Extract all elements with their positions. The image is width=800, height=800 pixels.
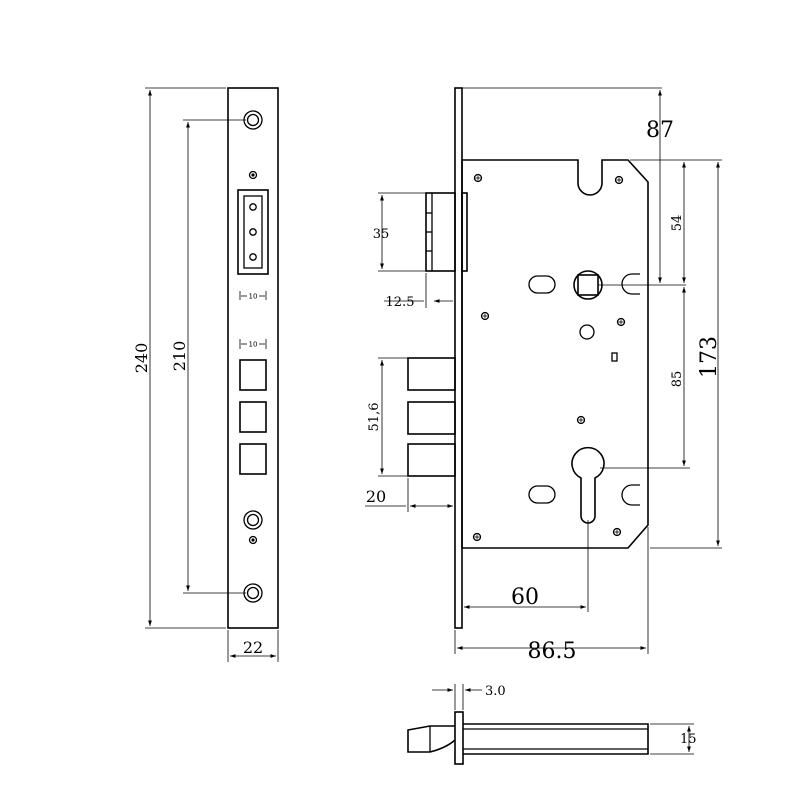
lower-oval-slot <box>528 485 556 504</box>
latch-stack-dim: 51,6 <box>367 357 408 477</box>
hole-spacing-dim: 210 <box>170 119 246 594</box>
upper-edge-slot <box>621 273 640 295</box>
backset-to-spindle-dim: 87 <box>462 87 686 286</box>
lower-edge-slot <box>621 484 640 506</box>
bottom-deadbolt <box>407 725 456 753</box>
screw-icon <box>614 175 624 185</box>
lower-round-hole <box>243 510 263 530</box>
body-thickness-label: 15 <box>680 732 697 747</box>
hub-hole <box>579 324 595 340</box>
upper-oval-slot <box>528 275 556 294</box>
latch-stack-label: 51,6 <box>367 403 382 432</box>
latch-bolt-2 <box>407 401 456 435</box>
spindle-hub <box>573 270 603 300</box>
screw-icon <box>616 317 626 327</box>
latch-bolt-1 <box>407 357 456 391</box>
latch-window-2 <box>239 401 267 433</box>
overall-height-label: 240 <box>132 343 151 374</box>
deadbolt <box>425 192 468 272</box>
screw-icon <box>576 415 586 425</box>
deadbolt-height-label: 35 <box>373 227 390 242</box>
deadbolt-projection-label: 12.5 <box>386 295 415 310</box>
screw-icon <box>248 170 258 180</box>
body-depth-label: 86.5 <box>528 639 577 664</box>
backset-dim: 60 <box>464 520 589 612</box>
latch-block-width-dim: 10 <box>239 339 267 349</box>
latch-window-1 <box>239 359 267 391</box>
front-faceplate-view: 10 10 <box>132 87 279 662</box>
deadbolt-projection-dim: 12.5 <box>384 273 453 310</box>
faceplate-width-dim: 22 <box>227 630 279 662</box>
latch-projection-label: 20 <box>366 487 386 506</box>
spindle-upper-label: 54 <box>670 215 685 232</box>
faceplate-outline <box>227 87 279 629</box>
backset-to-spindle-label: 87 <box>646 118 674 143</box>
spindle-to-cylinder-label: 85 <box>670 371 685 388</box>
cylinder-cutout <box>571 446 605 524</box>
body-thickness-dim: 15 <box>650 723 697 755</box>
body-height-label: 173 <box>697 336 722 378</box>
bottom-body-outline <box>463 723 649 755</box>
strike-slot-width-label: 10 <box>249 293 258 301</box>
cylinder-distance-dims: 54 85 <box>600 159 722 469</box>
side-body-view: 87 54 85 173 35 12.5 <box>365 87 722 664</box>
body-depth-dim: 86.5 <box>454 527 649 664</box>
faceplate-width-label: 22 <box>243 638 263 657</box>
latch-bolt-3 <box>407 443 456 477</box>
backset-label: 60 <box>511 585 539 610</box>
lock-case-outline <box>461 159 649 549</box>
screw-icon <box>248 535 258 545</box>
body-height-dim: 173 <box>650 162 722 549</box>
latch-projection-dim: 20 <box>365 478 453 512</box>
hole-spacing-label: 210 <box>170 341 189 372</box>
strike-slot-width-dim: 10 <box>239 291 267 301</box>
deadbolt-slot <box>237 189 269 275</box>
bottom-faceplate <box>454 711 464 765</box>
screw-icon <box>480 311 490 321</box>
indicator-slot <box>611 352 618 362</box>
bottom-mounting-hole <box>243 583 263 603</box>
latch-window-3 <box>239 443 267 475</box>
latch-block-width-label: 10 <box>249 341 258 349</box>
overall-height-dim: 240 <box>132 87 226 629</box>
bottom-view: 3.0 15 <box>407 684 697 765</box>
deadbolt-height-dim: 35 <box>373 192 426 272</box>
screw-icon <box>472 532 482 542</box>
faceplate-thickness-label: 3.0 <box>485 684 506 699</box>
faceplate-edge <box>454 87 463 629</box>
screw-icon <box>473 173 483 183</box>
screw-icon <box>612 527 622 537</box>
top-mounting-hole <box>243 110 263 130</box>
faceplate-thickness-dim: 3.0 <box>432 684 506 710</box>
